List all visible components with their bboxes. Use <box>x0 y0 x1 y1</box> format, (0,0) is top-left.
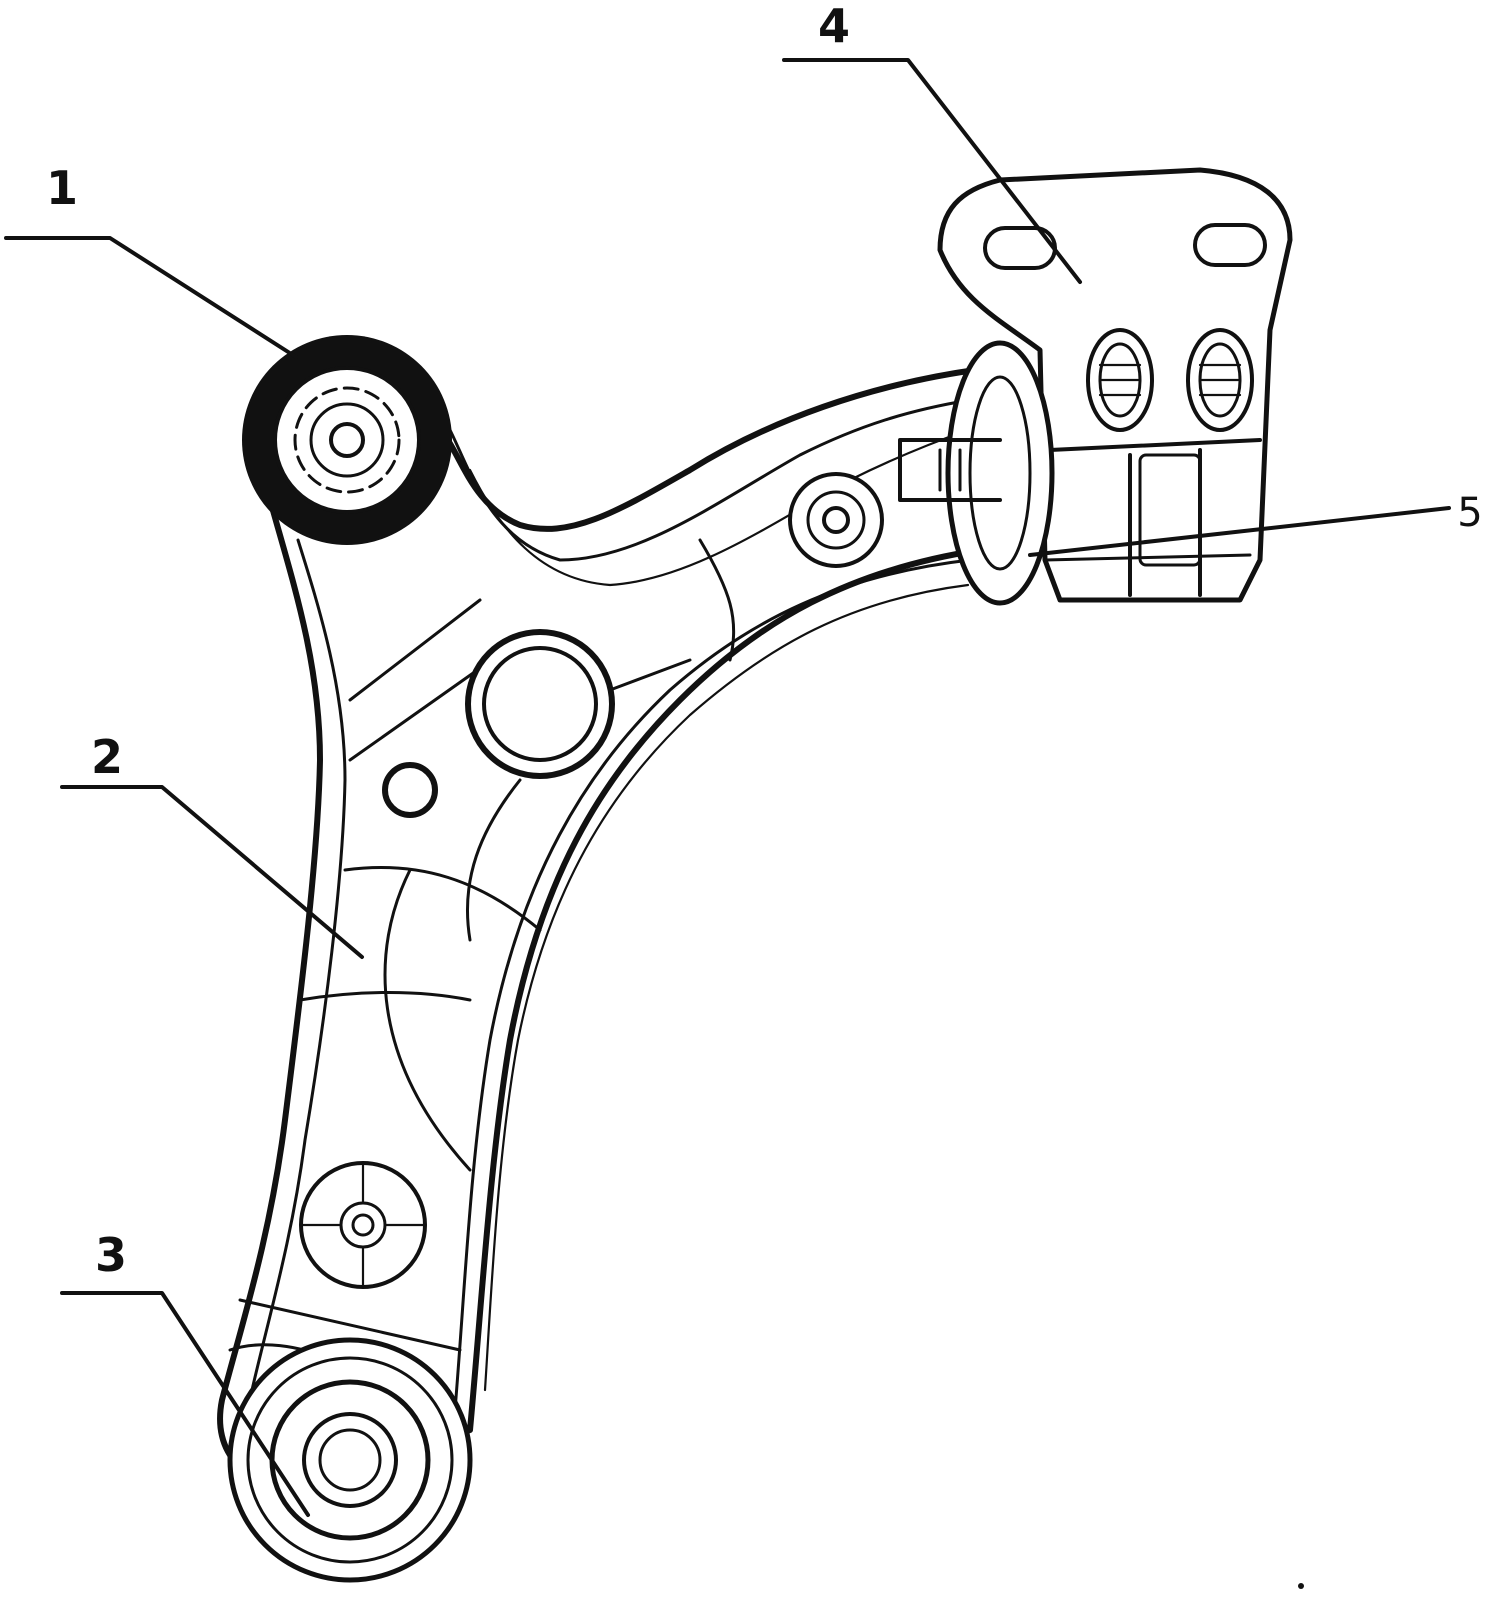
front-bushing <box>242 335 452 545</box>
callout-label-2: 2 <box>91 730 123 784</box>
stray-dot <box>1298 1583 1304 1589</box>
callout-label-3: 3 <box>95 1228 127 1282</box>
central-bore <box>468 632 612 776</box>
callout-label-1: 1 <box>46 161 78 215</box>
leader-line-1 <box>6 238 296 357</box>
ball-joint <box>230 1340 470 1580</box>
callout-label-4: 4 <box>818 0 850 53</box>
callout-label-5: 5 <box>1457 490 1482 536</box>
upper-boss <box>790 474 882 566</box>
mid-lower-boss <box>301 1163 425 1287</box>
small-hole <box>385 765 435 815</box>
